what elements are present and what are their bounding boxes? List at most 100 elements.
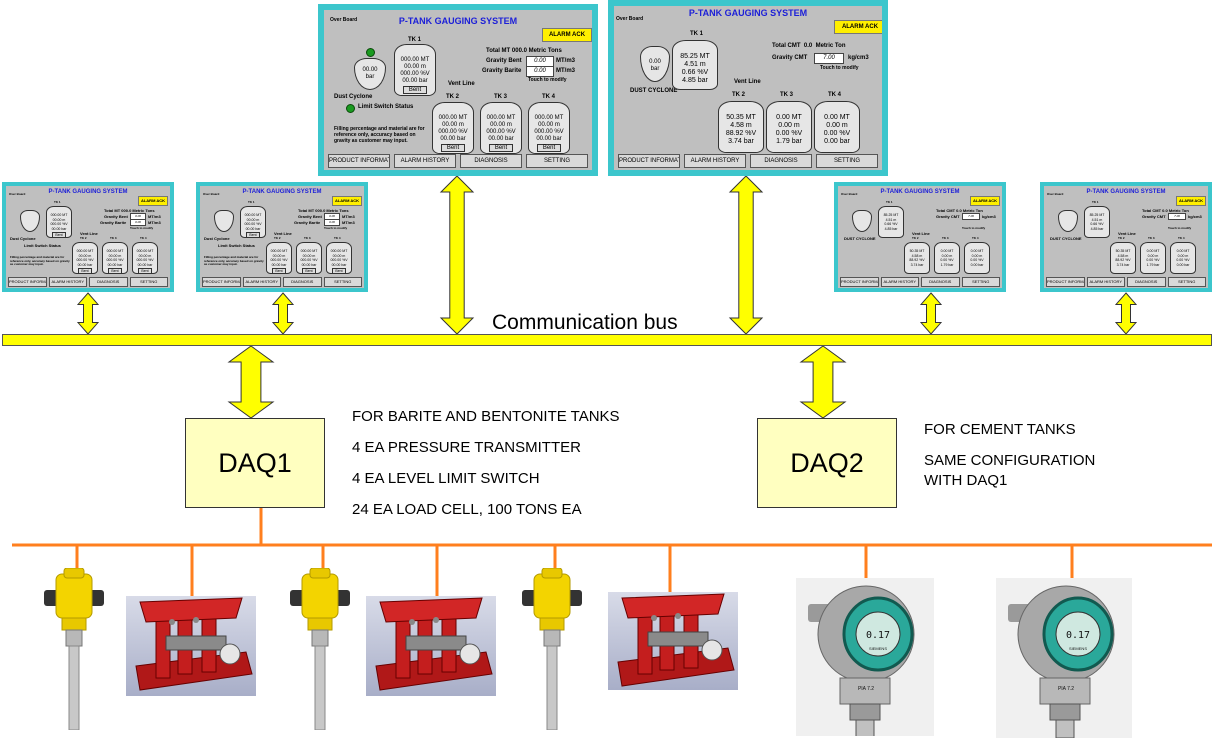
diagnosis-button[interactable]: DIAGNOSIS (1127, 277, 1166, 287)
alarm-ack-button[interactable]: ALARM ACK (834, 20, 882, 34)
setting-button[interactable]: SETTING (961, 277, 1000, 287)
product-information-button[interactable]: PRODUCT INFORMATION (1046, 277, 1085, 287)
alarm-history-button[interactable]: ALARM HISTORY (394, 154, 456, 168)
diagnosis-button[interactable]: DIAGNOSIS (460, 154, 522, 168)
tank-1-label: TK 1 (54, 200, 61, 204)
gravity-barite-input[interactable]: 0.00 (526, 66, 554, 77)
tank-2[interactable]: 50.35 MT 4.58 m 88.92 %V 3.74 bar (718, 101, 764, 153)
limit-switch-lamp (346, 104, 355, 113)
alarm-history-button[interactable]: ALARM HISTORY (880, 277, 919, 287)
alarm-history-button[interactable]: ALARM HISTORY (684, 154, 746, 168)
limit-switch-label: Limit Switch Status (24, 243, 61, 248)
tank-3-label: TK 3 (304, 236, 311, 240)
setting-button[interactable]: SETTING (1167, 277, 1206, 287)
tank-2-label: TK 2 (80, 236, 87, 240)
tank-1[interactable]: 000.00 MT 00.00 m 000.00 %V 00.00 bar Be… (394, 44, 436, 96)
dust-cyclone-label: DUST CYCLONE (630, 88, 678, 94)
gravity-barite-input[interactable]: 0.00 (324, 219, 340, 226)
tank-2[interactable]: 000.00 MT 00.00 m 000.00 %V 00.00 bar Be… (432, 102, 474, 154)
gravity-cmt-label: Gravity CMT (936, 214, 960, 219)
alarm-ack-button[interactable]: ALARM ACK (542, 28, 592, 42)
diagnosis-button[interactable]: DIAGNOSIS (921, 277, 960, 287)
gravity-barite-label: Gravity Barite (100, 220, 127, 225)
vent-line-label: Vent Line (912, 231, 930, 236)
tank-3[interactable]: 000.00 MT 00.00 m 000.00 %V 00.00 bar Be… (480, 102, 522, 154)
setting-button[interactable]: SETTING (323, 277, 362, 287)
gravity-barite-unit: MT/m3 (148, 220, 161, 225)
hmi-panel-cement-small-2[interactable]: P-TANK GAUGING SYSTEM ALARM ACK Over Board… (1040, 182, 1212, 292)
dust-cyclone-label: Dust Cyclone (204, 236, 230, 241)
gravity-cmt-input[interactable]: 7.00 (962, 213, 980, 220)
tank-4[interactable]: 000.00 MT 00.00 m 000.00 %V 00.00 bar Be… (528, 102, 570, 154)
panel-title: P-TANK GAUGING SYSTEM (1086, 189, 1166, 195)
alarm-history-button[interactable]: ALARM HISTORY (48, 277, 87, 287)
reference-note: Filling percentage and material are for … (10, 255, 70, 267)
daq1-box[interactable]: DAQ1 (185, 418, 325, 508)
alarm-history-button[interactable]: ALARM HISTORY (242, 277, 281, 287)
daq2-note-2: SAME CONFIGURATION (924, 452, 1096, 469)
alarm-history-button[interactable]: ALARM HISTORY (1086, 277, 1125, 287)
gravity-bent-unit: MT/m3 (556, 58, 576, 64)
alarm-ack-button[interactable]: ALARM ACK (1176, 196, 1206, 206)
diagnosis-button[interactable]: DIAGNOSIS (89, 277, 128, 287)
alarm-ack-button[interactable]: ALARM ACK (332, 196, 362, 206)
panel-button-bar: PRODUCT INFORMATIONALARM HISTORYDIAGNOSI… (6, 277, 170, 287)
over-board-label: Over Board (841, 192, 858, 196)
product-information-button[interactable]: PRODUCT INFORMATION (202, 277, 241, 287)
daq2-box[interactable]: DAQ2 (757, 418, 897, 508)
alarm-ack-button[interactable]: ALARM ACK (138, 196, 168, 206)
tank-4[interactable]: 0.00 MT 0.00 m 0.00 %V 0.00 bar (814, 101, 860, 153)
gravity-cmt-input[interactable]: 7.00 (1168, 213, 1186, 220)
daq2-note-1: FOR CEMENT TANKS (924, 421, 1076, 438)
panel-button-bar: PRODUCT INFORMATION ALARM HISTORY DIAGNO… (324, 154, 592, 168)
tank-2-label: TK 2 (732, 92, 746, 98)
product-information-button[interactable]: PRODUCT INFORMATION (328, 154, 390, 168)
tank-3[interactable]: 0.00 MT 0.00 m 0.00 %V 1.79 bar (766, 101, 812, 153)
gravity-barite-input[interactable]: 0.00 (130, 219, 146, 226)
panel-button-bar: PRODUCT INFORMATION ALARM HISTORY DIAGNO… (614, 154, 882, 168)
hmi-panel-barite-large[interactable]: P-TANK GAUGING SYSTEM ALARM ACK Over Boa… (318, 4, 598, 176)
tank-1[interactable]: 85.25 MT 4.51 m 0.66 %V 4.85 bar (672, 40, 718, 90)
touch-modify-label: Touch to modify (528, 77, 567, 83)
hmi-panel-cement-large[interactable]: P-TANK GAUGING SYSTEM ALARM ACK Over Boa… (608, 0, 888, 176)
diagnosis-button[interactable]: DIAGNOSIS (750, 154, 812, 168)
diagnosis-button[interactable]: DIAGNOSIS (283, 277, 322, 287)
arrow-small-panel-3 (919, 292, 943, 335)
product-information-button[interactable]: PRODUCT INFORMATION (618, 154, 680, 168)
alarm-ack-button[interactable]: ALARM ACK (970, 196, 1000, 206)
total-cmt-label: Total CMT 0.0 Metric Ton (772, 43, 846, 49)
tank-4-label: TK 4 (1178, 236, 1185, 240)
setting-button[interactable]: SETTING (129, 277, 168, 287)
product-information-button[interactable]: PRODUCT INFORMATION (8, 277, 47, 287)
over-board-label: Over Board (1047, 192, 1064, 196)
gravity-cmt-input[interactable]: 7.00 (814, 53, 844, 64)
setting-button[interactable]: SETTING (816, 154, 878, 168)
product-information-button[interactable]: PRODUCT INFORMATION (840, 277, 879, 287)
vent-line-label: Vent Line (274, 231, 292, 236)
vent-line-label: Vent Line (734, 79, 761, 85)
setting-button[interactable]: SETTING (526, 154, 588, 168)
